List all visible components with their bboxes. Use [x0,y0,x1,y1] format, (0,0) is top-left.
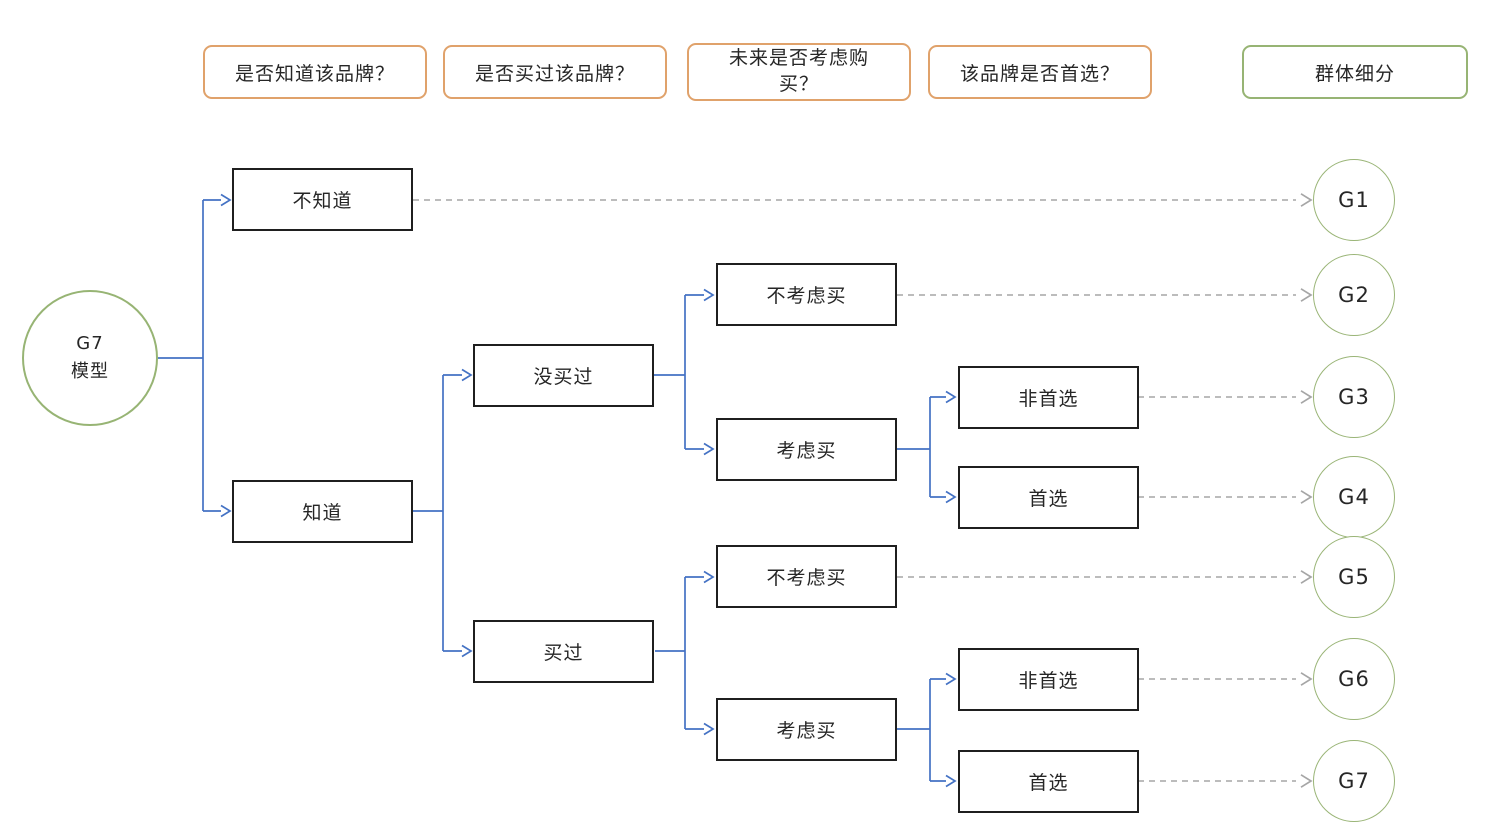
node-no-consider-bottom: 不考虑买 [716,545,897,608]
node-no-consider-top: 不考虑买 [716,263,897,326]
connector-aware-branch [413,374,462,652]
dashed-arrowhead-g2 [1300,288,1313,302]
column-header-bought-brand: 是否买过该品牌？ [443,45,667,99]
connector-notbought-branch [654,294,704,450]
node-not-first-bottom: 非首选 [958,648,1139,711]
node-consider-bottom: 考虑买 [716,698,897,761]
column-header-know-brand: 是否知道该品牌？ [203,45,427,99]
node-bought: 买过 [473,620,654,683]
connector-consider-top-arrowheads [945,390,957,504]
dashed-arrowhead-g5 [1300,570,1313,584]
root-node-g7-model: G7 模型 [22,290,158,426]
group-circle-g4: G4 [1313,456,1395,538]
group-circle-g1: G1 [1313,159,1395,241]
node-consider-top: 考虑买 [716,418,897,481]
group-circle-g3: G3 [1313,356,1395,438]
group-circle-g6: G6 [1313,638,1395,720]
connector-notbought-arrowheads [703,288,715,456]
connector-bought-branch [655,576,704,730]
dashed-arrowhead-g7 [1300,774,1313,788]
group-circle-g7: G7 [1313,740,1395,822]
connector-consider-bottom-arrowheads [945,672,957,788]
node-not-first-top: 非首选 [958,366,1139,429]
column-header-first-choice: 该品牌是否首选？ [928,45,1152,99]
connector-aware-arrowheads [461,368,473,658]
column-header-consider-future: 未来是否考虑购 买？ [687,43,911,101]
node-not-bought: 没买过 [473,344,654,407]
connector-consider-bottom-branch [897,678,946,782]
connector-root-branch [158,199,221,512]
connector-consider-top-branch [897,396,946,498]
dashed-arrowhead-g4 [1300,490,1313,504]
node-aware: 知道 [232,480,413,543]
group-circle-g5: G5 [1313,536,1395,618]
dashed-arrowhead-g6 [1300,672,1313,686]
node-first-top: 首选 [958,466,1139,529]
group-circle-g2: G2 [1313,254,1395,336]
column-header-segmentation: 群体细分 [1242,45,1468,99]
connector-bought-arrowheads [703,570,715,736]
node-first-bottom: 首选 [958,750,1139,813]
connector-root-arrowheads [220,193,232,518]
dashed-arrowhead-g3 [1300,390,1313,404]
node-unaware: 不知道 [232,168,413,231]
dashed-arrowhead-g1 [1300,193,1313,207]
